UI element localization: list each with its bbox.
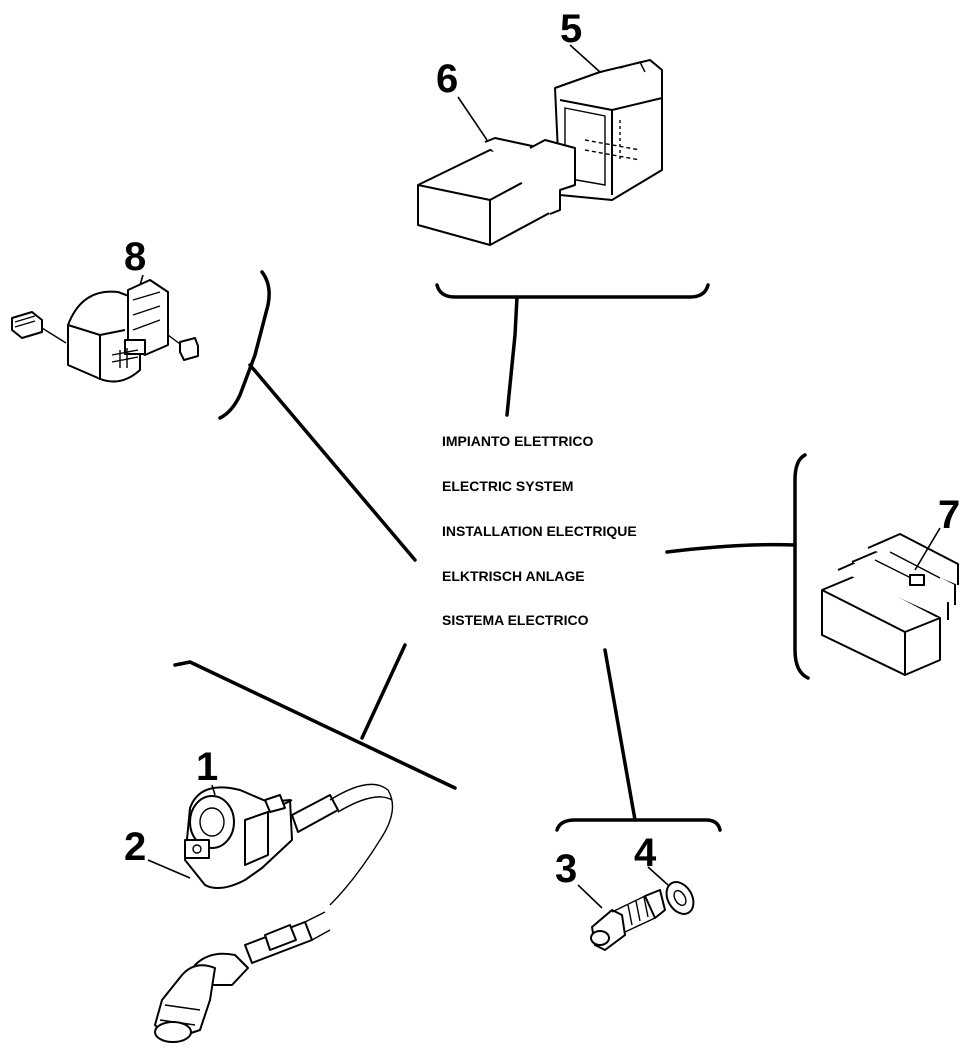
line-to-left-bracket bbox=[248, 363, 417, 562]
line-to-top-bracket bbox=[505, 295, 519, 417]
title-french: INSTALLATION ELECTRIQUE bbox=[442, 523, 637, 539]
part-4-washer bbox=[647, 866, 695, 915]
callout-2: 2 bbox=[124, 825, 146, 869]
part-8-starter-relay bbox=[11, 274, 199, 383]
callout-numbers: 5 6 8 7 1 2 3 4 bbox=[124, 7, 960, 891]
bracket-right bbox=[793, 453, 810, 680]
title-spanish: SISTEMA ELECTRICO bbox=[442, 612, 589, 628]
part-5-connector-housing bbox=[554, 44, 663, 201]
callout-5: 5 bbox=[560, 7, 582, 51]
part-2-spark-plug-cap bbox=[147, 859, 331, 1043]
bracket-top bbox=[435, 283, 710, 299]
bracket-bottom-right bbox=[555, 818, 722, 832]
line-to-bottom-right-bracket bbox=[603, 648, 637, 822]
part-3-neutral-switch bbox=[577, 884, 666, 951]
bar-lower-left bbox=[173, 660, 457, 790]
callout-3: 3 bbox=[555, 847, 577, 891]
title-german: ELKTRISCH ANLAGE bbox=[442, 568, 585, 584]
part-7-regulator bbox=[821, 527, 959, 676]
callout-1: 1 bbox=[196, 745, 218, 789]
line-to-right-bracket bbox=[665, 542, 797, 554]
callout-8: 8 bbox=[124, 235, 146, 279]
connector-lines bbox=[173, 270, 810, 832]
callout-4: 4 bbox=[634, 831, 657, 875]
callout-6: 6 bbox=[436, 57, 458, 101]
bracket-left bbox=[218, 270, 271, 420]
title-english: ELECTRIC SYSTEM bbox=[442, 478, 574, 494]
line-to-lower-left-bar bbox=[360, 643, 407, 740]
callout-7: 7 bbox=[938, 493, 960, 537]
part-1-ignition-coil bbox=[184, 783, 394, 906]
part-6-relay-block bbox=[417, 96, 576, 246]
title-italian: IMPIANTO ELETTRICO bbox=[442, 433, 594, 449]
